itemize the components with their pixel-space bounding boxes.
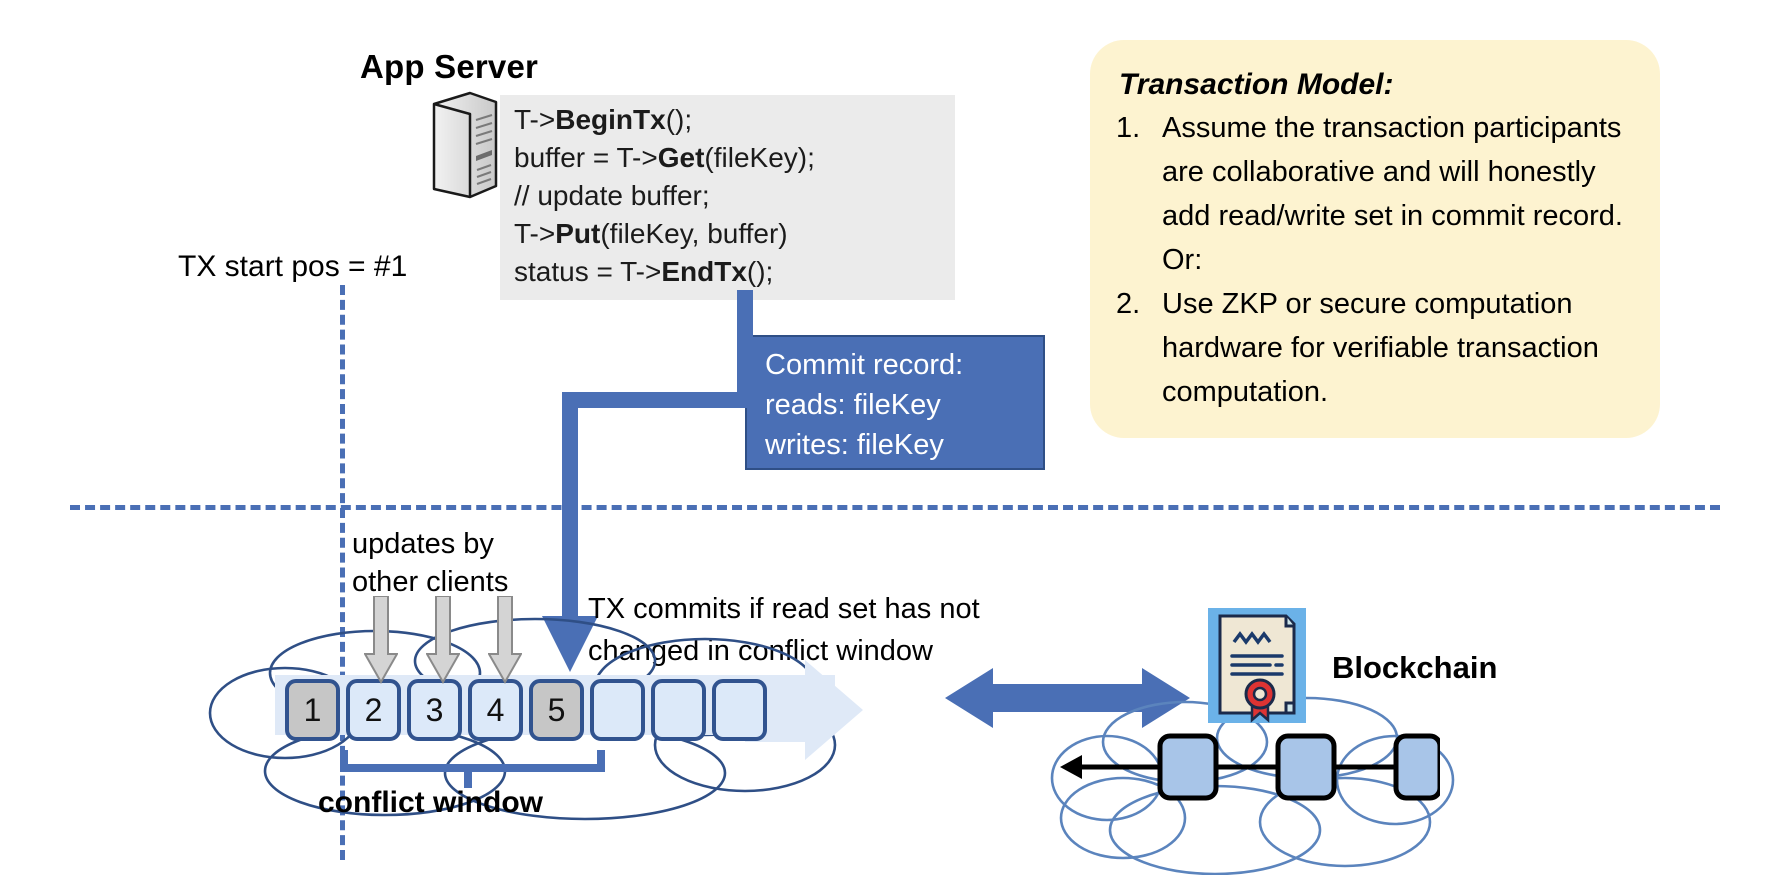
code-line-1: buffer = T->Get(fileKey); bbox=[514, 142, 815, 173]
code-line-3: T->Put(fileKey, buffer) bbox=[514, 218, 788, 249]
ledger-box[interactable] bbox=[712, 679, 767, 741]
transaction-model-item-2: 2. Use ZKP or secure computation hardwar… bbox=[1116, 282, 1634, 414]
ledger-box[interactable]: 4 bbox=[468, 679, 523, 741]
updates-line-2: other clients bbox=[352, 566, 509, 598]
exchange-double-arrow bbox=[945, 660, 1190, 736]
contract-certificate-icon bbox=[1208, 608, 1306, 723]
commit-record-line-0: Commit record: bbox=[765, 349, 964, 381]
transaction-model-title: Transaction Model: bbox=[1119, 68, 1394, 101]
server-icon bbox=[430, 90, 500, 200]
chain-block bbox=[1393, 733, 1443, 801]
transaction-model-list: 1. Assume the transaction participants a… bbox=[1116, 106, 1634, 414]
updates-by-other-clients-label: updates by other clients bbox=[352, 525, 508, 601]
code-line-4: status = T->EndTx(); bbox=[514, 256, 774, 287]
list-text: Use ZKP or secure computation hardware f… bbox=[1162, 288, 1599, 408]
update-arrow-icon bbox=[487, 595, 523, 685]
tx-start-pos-label: TX start pos = #1 bbox=[178, 250, 408, 283]
update-arrow-icon bbox=[425, 595, 461, 685]
ledger-box[interactable]: 2 bbox=[346, 679, 401, 741]
tx-start-dashed-line bbox=[340, 285, 345, 860]
horizontal-dashed-divider bbox=[70, 505, 1720, 510]
transaction-model-item-1: 1. Assume the transaction participants a… bbox=[1116, 106, 1634, 282]
code-line-0: T->BeginTx(); bbox=[514, 104, 693, 135]
ledger-box[interactable]: 5 bbox=[529, 679, 584, 741]
conflict-window-bracket bbox=[340, 748, 605, 790]
app-server-title: App Server bbox=[360, 48, 539, 85]
ledger-box[interactable]: 3 bbox=[407, 679, 462, 741]
ledger-box-list: 1 2 3 4 5 bbox=[285, 679, 767, 741]
commit-arrow-path bbox=[540, 290, 800, 690]
commit-record-line-2: writes: fileKey bbox=[765, 429, 944, 461]
commit-record-line-1: reads: fileKey bbox=[765, 389, 941, 421]
transaction-model-callout: Transaction Model: 1. Assume the transac… bbox=[1090, 40, 1660, 438]
blockchain-block-chain bbox=[1060, 722, 1443, 812]
list-number: 1. bbox=[1116, 112, 1141, 144]
blockchain-label: Blockchain bbox=[1332, 650, 1498, 685]
tx-commits-line-1: TX commits if read set has not bbox=[588, 593, 980, 625]
update-arrow-icon bbox=[363, 595, 399, 685]
updates-line-1: updates by bbox=[352, 528, 494, 560]
code-line-2: // update buffer; bbox=[514, 180, 710, 211]
ledger-box[interactable] bbox=[651, 679, 706, 741]
list-text: Assume the transaction participants are … bbox=[1162, 112, 1623, 276]
ledger-growth-arrow bbox=[745, 660, 865, 760]
list-number: 2. bbox=[1116, 288, 1141, 320]
chain-block bbox=[1275, 733, 1337, 801]
chain-block bbox=[1157, 733, 1219, 801]
code-block: T->BeginTx(); buffer = T->Get(fileKey); … bbox=[500, 95, 955, 300]
ledger-box[interactable] bbox=[590, 679, 645, 741]
tx-commits-line-2: changed in conflict window bbox=[588, 635, 933, 667]
tx-commits-label: TX commits if read set has not changed i… bbox=[588, 588, 980, 672]
ledger-box[interactable]: 1 bbox=[285, 679, 340, 741]
conflict-window-label: conflict window bbox=[318, 786, 543, 819]
